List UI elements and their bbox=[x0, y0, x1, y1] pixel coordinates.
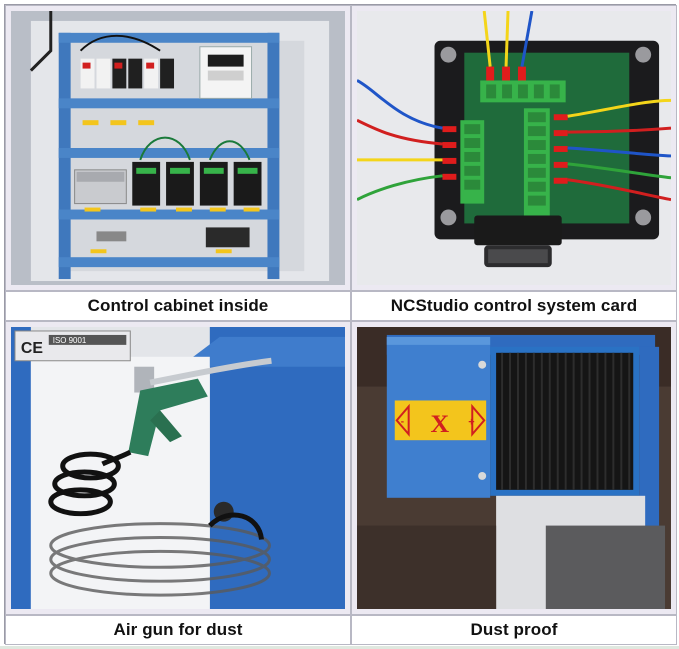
control-cabinet-photo bbox=[11, 11, 345, 285]
control-cabinet-panel bbox=[5, 5, 351, 291]
caption-air-gun: Air gun for dust bbox=[5, 615, 351, 645]
x-axis-label: X bbox=[431, 409, 450, 438]
caption-control-cabinet: Control cabinet inside bbox=[5, 291, 351, 321]
control-card-photo bbox=[357, 11, 671, 285]
control-card-panel bbox=[351, 5, 677, 291]
caption-dust-proof: Dust proof bbox=[351, 615, 677, 645]
iso-label: ISO 9001 bbox=[53, 336, 87, 345]
plus-label: + bbox=[468, 416, 474, 428]
air-gun-panel: CE ISO 9001 bbox=[5, 321, 351, 615]
minus-label: - bbox=[401, 416, 404, 427]
air-gun-photo: CE ISO 9001 bbox=[11, 327, 345, 609]
ce-mark: CE bbox=[21, 340, 43, 357]
bottom-divider bbox=[0, 646, 679, 649]
caption-control-card: NCStudio control system card bbox=[351, 291, 677, 321]
dust-proof-photo: - X + bbox=[357, 327, 671, 609]
dust-proof-panel: - X + bbox=[351, 321, 677, 615]
product-photo-grid: Control cabinet inside NCStudio control … bbox=[4, 4, 677, 645]
